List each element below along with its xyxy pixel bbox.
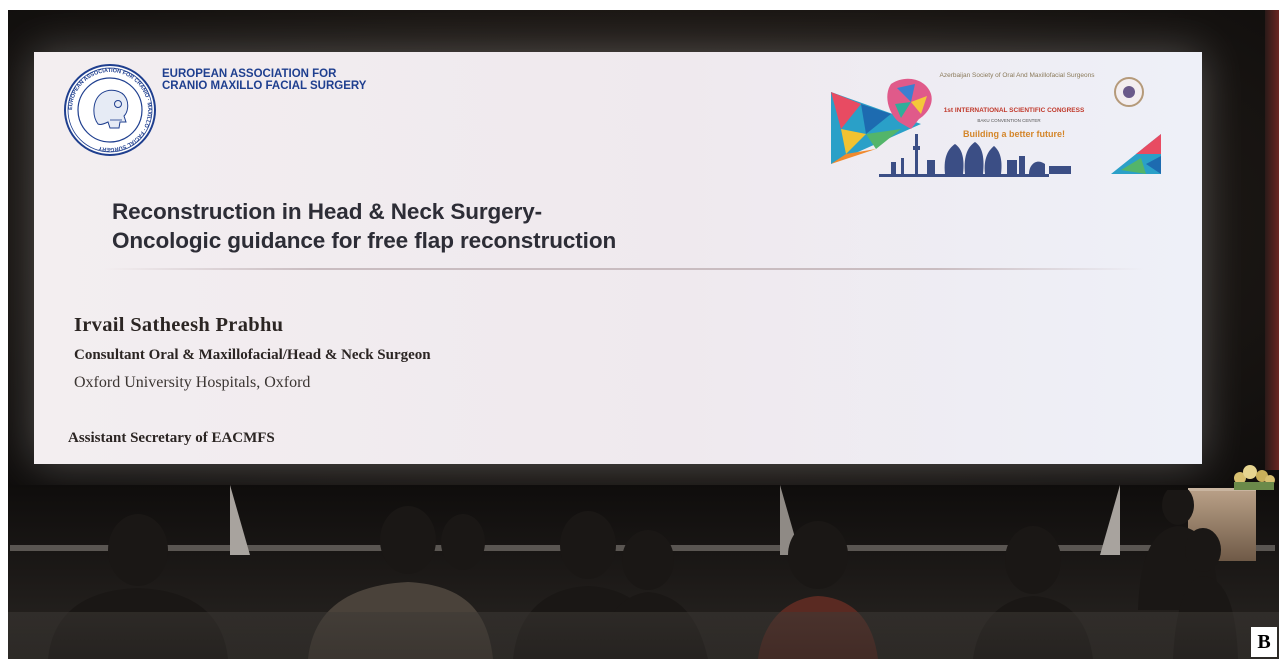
talk-title-line-2: Oncologic guidance for free flap reconst… (112, 228, 617, 253)
stage-wedge-right (1100, 485, 1120, 555)
title-divider (104, 268, 1144, 270)
eacmfs-seal-logo: EUROPEAN ASSOCIATION FOR CRANIO · MAXILL… (64, 64, 156, 156)
flower-arrangement (1234, 465, 1275, 490)
figure-border-right (1279, 0, 1283, 659)
speaker-role: Consultant Oral & Maxillofacial/Head & N… (74, 347, 431, 363)
congress-tagline: Building a better future! (963, 129, 1065, 139)
congress-logo (831, 77, 1161, 177)
audience-tables (8, 612, 1279, 659)
figure-border-left (0, 0, 8, 659)
speaker-position: Assistant Secretary of EACMFS (68, 430, 275, 446)
speaker-affiliation: Oxford University Hospitals, Oxford (74, 374, 311, 391)
congress-venue: BAKU CONVENTION CENTER (977, 118, 1041, 123)
projection-screen: EUROPEAN ASSOCIATION FOR CRANIO · MAXILL… (34, 52, 1202, 464)
congress-name: 1st INTERNATIONAL SCIENTIFIC CONGRESS (943, 107, 1085, 114)
figure-panel-label: B (1251, 627, 1277, 657)
speaker-name: Irvail Satheesh Prabhu (74, 314, 284, 336)
association-name: EUROPEAN ASSOCIATION FOR CRANIO MAXILLO … (162, 68, 367, 92)
congress-organizer: Azerbaijan Society of Oral And Maxillofa… (939, 72, 1095, 79)
talk-title-line-1: Reconstruction in Head & Neck Surgery- (112, 199, 543, 224)
figure-border-top (0, 0, 1283, 10)
red-wall-edge (1265, 10, 1279, 470)
talk-title: Reconstruction in Head & Neck Surgery- O… (112, 197, 1132, 255)
stage-wedge-left (230, 485, 250, 555)
